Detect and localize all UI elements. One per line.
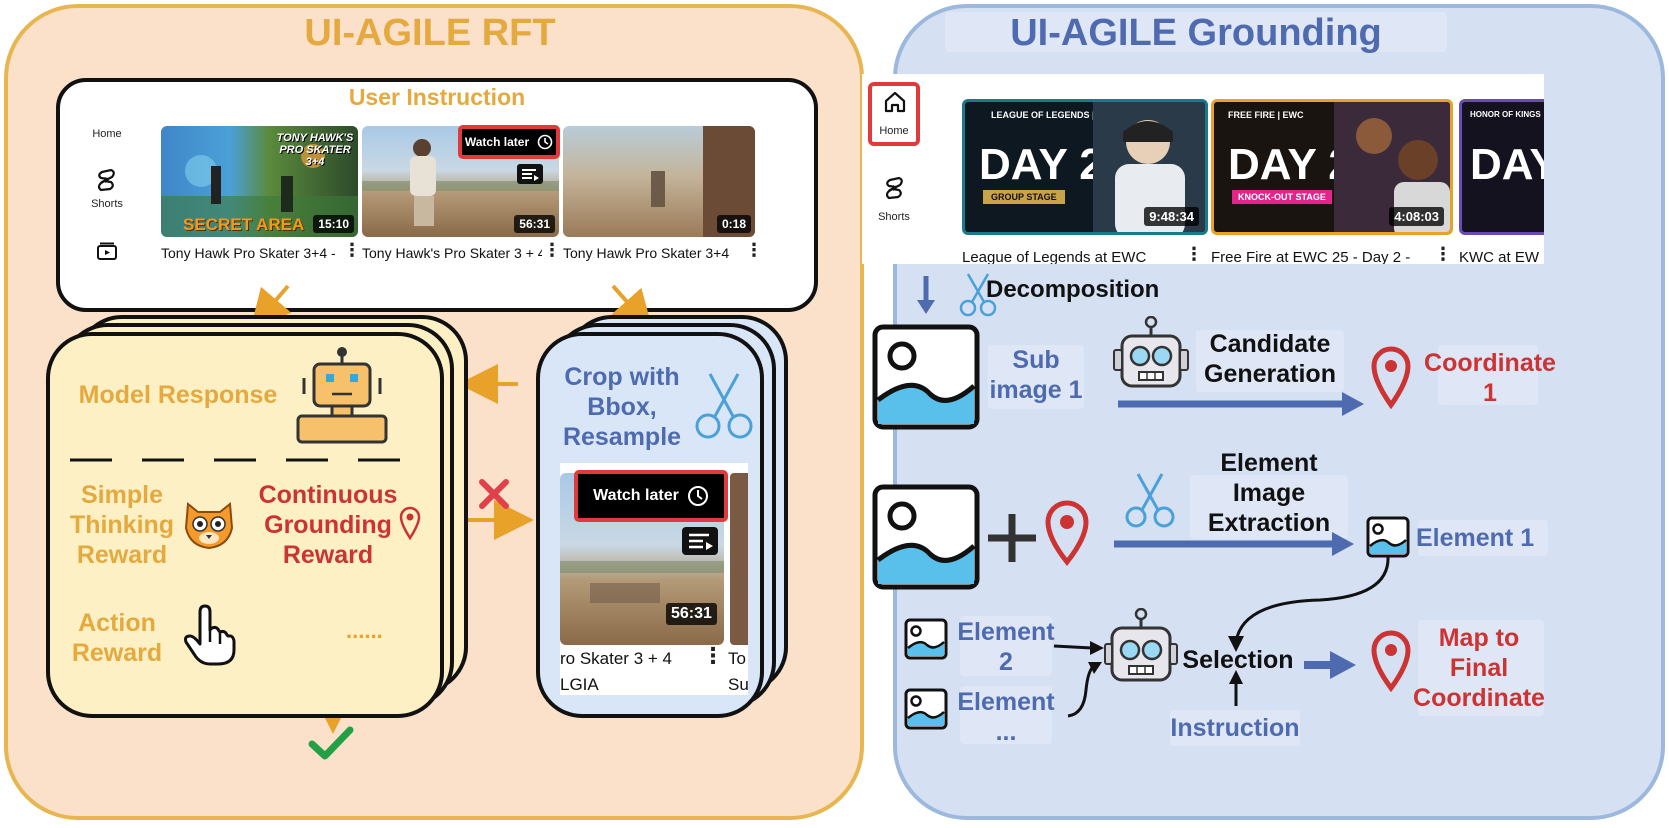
video-thumbnail-3[interactable]: 0:18 <box>563 126 755 237</box>
scissors-icon <box>1125 473 1175 528</box>
decomposition-label: Decomposition <box>986 276 1160 303</box>
video-title-1[interactable]: Tony Hawk Pro Skater 3+4 - <box>161 245 336 261</box>
element-2-label: Element 2 <box>957 618 1055 676</box>
video-thumbnail-kwc[interactable]: HONOR OF KINGS DAY <box>1459 99 1544 235</box>
model-response-label: Model Response <box>78 381 278 409</box>
location-pin-icon <box>1045 500 1089 566</box>
duration-badge: 0:18 <box>716 215 751 233</box>
grounding-title: UI-AGILE Grounding <box>1010 12 1382 54</box>
curve-arrow-element1 <box>1228 555 1390 652</box>
more-options-icon[interactable]: ⋮ <box>543 240 561 260</box>
cropped-title-line2: LGIA <box>560 675 599 694</box>
hand-pointer-icon <box>184 604 236 666</box>
instruction-label: Instruction <box>1170 714 1300 742</box>
element-1-label: Element 1 <box>1416 524 1535 552</box>
reject-x-icon <box>479 479 509 509</box>
arrow-selection-map <box>1304 651 1356 679</box>
queue-icon[interactable] <box>682 527 718 555</box>
more-options-icon[interactable]: ⋮ <box>745 240 763 260</box>
secret-area-caption: SECRET AREA <box>183 215 305 234</box>
queue-icon[interactable] <box>517 164 543 184</box>
dashed-separator <box>70 458 426 462</box>
continuous-grounding-reward-label: Continuous Grounding Reward <box>258 481 398 569</box>
more-options-icon[interactable]: ⋮ <box>1185 244 1203 264</box>
plus-icon <box>988 514 1036 562</box>
more-options-icon[interactable]: ⋮ <box>343 240 361 260</box>
robot-icon <box>1113 316 1189 388</box>
video-title-kwc[interactable]: KWC at EW <box>1459 249 1540 264</box>
location-pin-icon <box>399 506 421 540</box>
user-instruction-label: User Instruction <box>348 84 526 110</box>
shorts-icon[interactable] <box>880 176 910 202</box>
clock-icon <box>537 134 553 150</box>
duration-badge: 9:48:34 <box>1144 207 1199 226</box>
grounding-screenshot: Home Shorts LEAGUE OF LEGENDS | EWC DAY … <box>862 74 1544 264</box>
instruction-arrow <box>1229 670 1243 706</box>
element-image-extraction-label: Element Image Extraction <box>1207 449 1331 537</box>
video-thumbnail-1[interactable]: TONY HAWK'S PRO SKATER 3+4 SECRET AREA 1… <box>161 126 358 237</box>
decomposition-arrow-scissors <box>917 273 997 317</box>
home-icon[interactable] <box>883 90 907 114</box>
sidebar-item-home[interactable]: Home <box>92 128 122 140</box>
checkmark-icon <box>308 726 354 760</box>
duration-badge: 56:31 <box>666 603 717 625</box>
element-more-label: Element ... <box>957 688 1055 746</box>
video-title-freefire[interactable]: Free Fire at EWC 25 - Day 2 - <box>1211 249 1411 264</box>
map-final-coordinate-label: Map to Final Coordinate <box>1413 624 1545 712</box>
video-thumbnail-freefire[interactable]: FREE FIRE | EWC DAY 2 KNOCK-OUT STAGE 4:… <box>1211 99 1453 235</box>
day-label: DAY 2 <box>979 140 1104 189</box>
location-pin-icon <box>1371 346 1411 409</box>
duration-badge: 15:10 <box>313 215 354 233</box>
video-title-lol[interactable]: League of Legends at EWC <box>962 249 1147 264</box>
more-options-icon[interactable]: ⋮ <box>702 643 724 668</box>
robot-icon <box>1104 608 1178 682</box>
sub-image-label: Sub image 1 <box>989 346 1083 404</box>
image-icon <box>872 484 980 590</box>
watch-later-button-cropped[interactable]: Watch later <box>574 470 728 522</box>
thumb1-logo: TONY HAWK'S PRO SKATER 3+4 <box>276 132 354 168</box>
crop-with-bbox-label: Crop with Bbox, Resample <box>562 363 682 451</box>
model-response-card <box>46 332 444 718</box>
coordinate-1-label: Coordinate 1 <box>1424 349 1556 407</box>
video-title-3[interactable]: Tony Hawk Pro Skater 3+4 <box>563 245 730 261</box>
simple-thinking-reward-label: Simple Thinking Reward <box>69 481 175 569</box>
small-image-icon <box>904 688 948 730</box>
video-thumbnail-lol[interactable]: LEAGUE OF LEGENDS | EWC DAY 2 GROUP STAG… <box>962 99 1208 235</box>
sidebar-item-shorts[interactable]: Shorts <box>878 211 910 223</box>
arrow-extraction <box>1114 532 1354 556</box>
subscriptions-icon[interactable] <box>96 242 118 260</box>
sidebar-item-home[interactable]: Home <box>879 125 909 137</box>
candidate-generation-label: Candidate Generation <box>1204 330 1336 388</box>
watch-later-label: Watch later <box>464 135 530 149</box>
more-options-icon[interactable]: ⋮ <box>1434 244 1452 264</box>
duration-badge: 56:31 <box>514 215 555 233</box>
clock-icon <box>687 486 708 506</box>
shorts-icon[interactable] <box>92 168 122 192</box>
scissors-icon <box>695 373 753 439</box>
duration-badge: 4:08:03 <box>1389 207 1444 226</box>
robot-icon <box>296 347 388 444</box>
tiger-face-icon <box>184 502 234 550</box>
sidebar-item-shorts[interactable]: Shorts <box>91 198 123 210</box>
arrow-candidate <box>1118 392 1364 416</box>
small-image-icon <box>904 618 948 660</box>
image-icon <box>872 324 980 430</box>
action-reward-label: Action Reward <box>71 609 163 667</box>
watch-later-button[interactable]: Watch later <box>458 125 560 159</box>
day-label: DAY 2 <box>1228 140 1353 189</box>
location-pin-icon <box>1371 630 1411 692</box>
video-title-2[interactable]: Tony Hawk's Pro Skater 3 + 4 <box>362 245 542 261</box>
more-rewards-ellipsis: ...... <box>346 618 383 643</box>
arrows-into-selection <box>1053 641 1104 718</box>
day-label: DAY <box>1470 140 1544 189</box>
rft-title: UI-AGILE RFT <box>304 12 556 54</box>
selection-label: Selection <box>1182 646 1294 674</box>
cropped-title-line1: ro Skater 3 + 4 <box>560 649 672 668</box>
